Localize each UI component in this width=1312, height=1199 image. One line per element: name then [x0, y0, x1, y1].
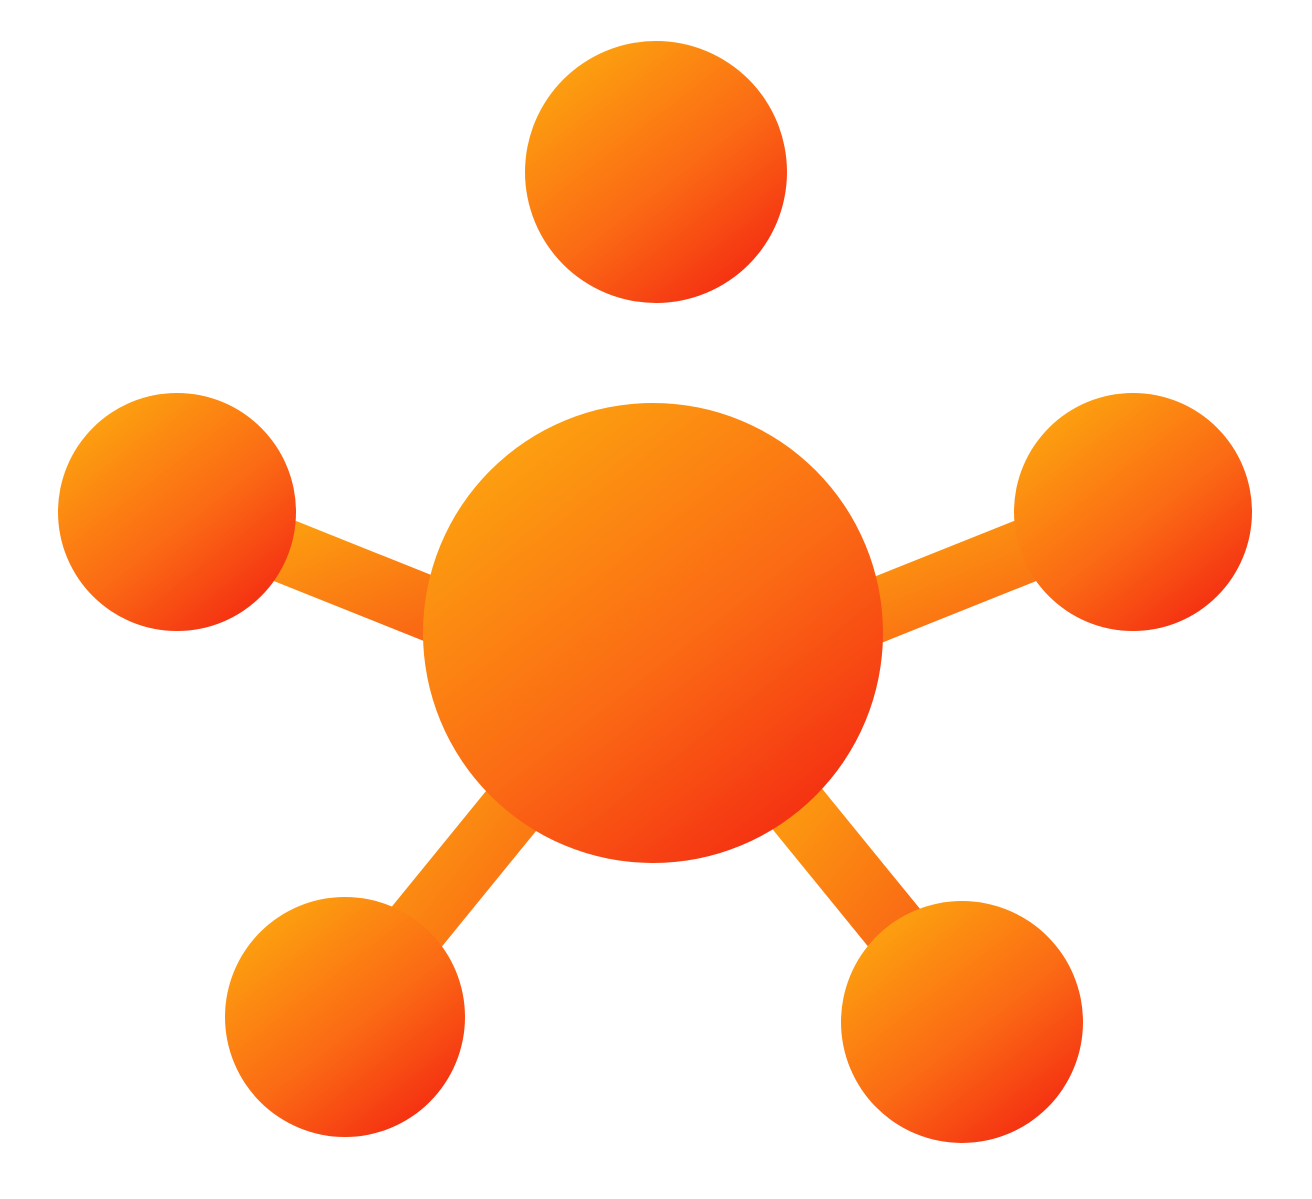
connector-left	[258, 515, 457, 645]
satellite-node-bottom-right	[841, 901, 1083, 1143]
satellite-node-right	[1014, 393, 1252, 631]
satellite-node-top	[525, 41, 787, 303]
satellite-node-bottom-left	[225, 897, 465, 1137]
hub-node	[423, 403, 883, 863]
connector-right	[853, 515, 1052, 645]
connector-bottom-left	[385, 779, 545, 956]
connector-bottom-right	[765, 779, 925, 956]
satellite-node-left	[58, 393, 296, 631]
